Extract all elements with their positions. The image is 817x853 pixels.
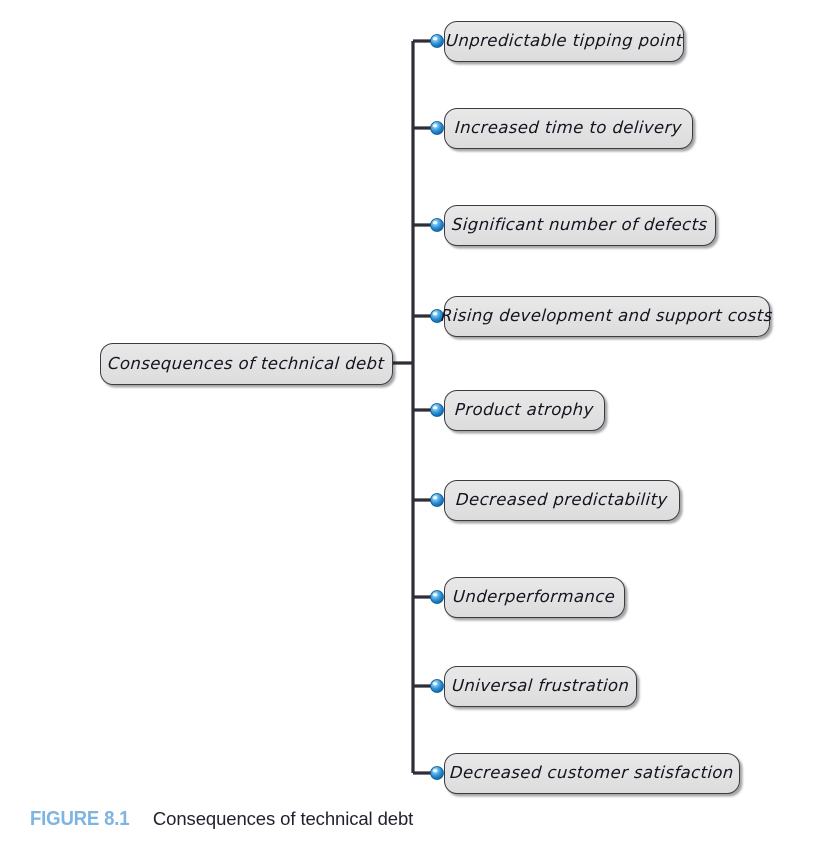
branch-connector-dot[interactable] xyxy=(430,590,444,604)
node-branch-label: Unpredictable tipping point xyxy=(445,31,684,51)
figure-caption-text: Consequences of technical debt xyxy=(152,808,414,829)
branch-connector-dot[interactable] xyxy=(430,121,444,135)
branch-connector-dot[interactable] xyxy=(430,403,444,417)
node-branch-label: Significant number of defects xyxy=(451,215,709,235)
branch-connector-dot[interactable] xyxy=(430,218,444,232)
branch-connector-dot-highlight xyxy=(433,496,438,500)
branch-connector-dot[interactable] xyxy=(430,679,444,693)
figure-caption: FIGURE 8.1 Consequences of technical deb… xyxy=(30,808,413,831)
node-branch[interactable]: Rising development and support costs xyxy=(441,296,774,337)
node-branch[interactable]: Decreased predictability xyxy=(444,480,680,521)
connector-lines xyxy=(393,39,431,775)
branch-connector-dot[interactable] xyxy=(430,34,444,48)
node-branch-label: Increased time to delivery xyxy=(454,118,683,138)
node-branch-label: Decreased predictability xyxy=(455,490,669,510)
branch-connector-dot-highlight xyxy=(433,406,438,410)
node-root-label: Consequences of technical debt xyxy=(107,353,386,373)
node-branch-label: Underperformance xyxy=(452,587,617,607)
branch-connector-dot[interactable] xyxy=(430,493,444,507)
branch-connector-dot-highlight xyxy=(433,312,438,316)
node-branch[interactable]: Underperformance xyxy=(444,577,625,618)
node-branch[interactable]: Unpredictable tipping point xyxy=(444,21,684,62)
node-branch-label: Decreased customer satisfaction xyxy=(449,763,735,783)
node-branch[interactable]: Decreased customer satisfaction xyxy=(444,753,740,794)
node-branch[interactable]: Increased time to delivery xyxy=(444,108,693,149)
node-branch[interactable]: Product atrophy xyxy=(444,390,605,431)
node-branch[interactable]: Universal frustration xyxy=(444,666,637,707)
branch-connector-dot[interactable] xyxy=(430,766,444,780)
node-root[interactable]: Consequences of technical debt xyxy=(100,343,393,385)
branch-connector-dot-highlight xyxy=(433,593,438,597)
branch-connector-dot-highlight xyxy=(433,682,438,686)
node-branch-label: Product atrophy xyxy=(454,400,595,420)
branch-connector-dot-highlight xyxy=(433,124,438,128)
node-branch-label: Rising development and support costs xyxy=(440,306,774,326)
branch-connector-dot-highlight xyxy=(433,37,438,41)
node-branch[interactable]: Significant number of defects xyxy=(444,205,716,246)
branch-connector-dot-highlight xyxy=(433,221,438,225)
node-branch-label: Universal frustration xyxy=(451,676,630,696)
figure-number-label: FIGURE 8.1 xyxy=(30,808,130,830)
branch-connector-dot-highlight xyxy=(433,769,438,773)
connector-dots xyxy=(430,34,444,780)
